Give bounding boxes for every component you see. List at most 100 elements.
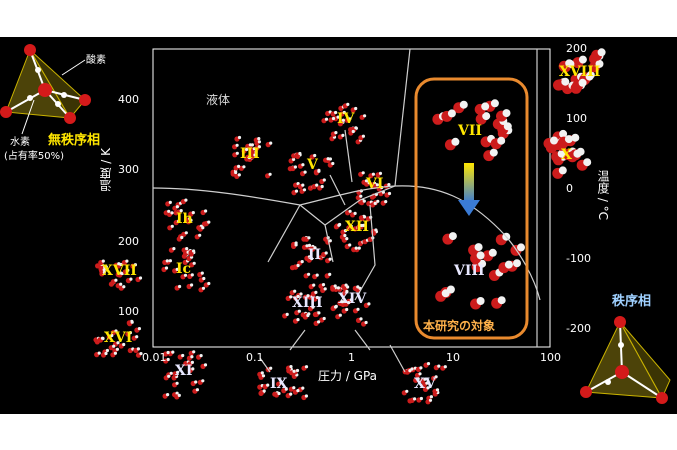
hydrogen-atom [345, 289, 349, 294]
hydrogen-atom [559, 129, 568, 138]
hydrogen-atom [571, 133, 580, 142]
hydrogen-atom [177, 219, 181, 223]
hydrogen-pointer [21, 99, 35, 135]
hydrogen-atom [164, 266, 169, 270]
hydrogen-atom [200, 271, 204, 275]
phase-label-v: V [307, 157, 318, 173]
hydrogen-atom [315, 295, 319, 300]
hydrogen-atom [363, 215, 367, 219]
phase-label-xv: XV [414, 376, 436, 392]
disordered-phase-label: 無秩序相 [48, 133, 101, 148]
hydrogen-atom [177, 393, 181, 397]
hydrogen-atom [354, 126, 358, 130]
hydrogen-atom [338, 313, 342, 317]
hydrogen-atom [279, 381, 283, 385]
hydrogen-atom [183, 273, 188, 277]
crystal-xii [333, 209, 378, 253]
hydrogen-atom [253, 153, 257, 157]
hydrogen-atom [172, 247, 176, 251]
hydrogen-atom [564, 135, 573, 144]
hydrogen-atom [305, 244, 309, 248]
hydrogen-atom [166, 393, 170, 397]
hydrogen-atom [348, 117, 352, 121]
hydrogen-atom [426, 386, 430, 390]
hydrogen-atom [262, 389, 266, 393]
hydrogen-atom [337, 223, 341, 227]
tick-k-200: 200 [118, 235, 139, 248]
tick-p-100: 100 [540, 351, 561, 364]
hydrogen-label: 水素 [10, 137, 30, 148]
hydrogen-atom [359, 223, 364, 228]
crystal-vii [432, 99, 513, 162]
hydrogen-atom [359, 194, 363, 198]
phase-label-xiii: XIII [292, 295, 323, 311]
hydrogen-atom [447, 109, 456, 118]
hydrogen-atom [340, 300, 344, 304]
boundary-vii-upper [394, 48, 411, 187]
hydrogen-atom [190, 355, 194, 359]
boundary-xii [354, 204, 376, 301]
hydrogen-atom [413, 397, 417, 401]
hydrogen-atom [561, 77, 570, 86]
hydrogen-atom [578, 78, 587, 87]
tick-k-300: 300 [118, 163, 139, 176]
hydrogen-atom [234, 170, 238, 175]
hydrogen-atom [130, 320, 134, 324]
hydrogen-atom [349, 298, 353, 302]
hydrogen-atom [550, 136, 558, 145]
crystal-xvi [93, 319, 143, 358]
hydrogen-atom [334, 305, 338, 309]
hydrogen-atom [331, 161, 335, 166]
hydrogen-atom [176, 370, 180, 374]
hydrogen-atom [376, 199, 380, 203]
hydrogen-atom [341, 118, 345, 122]
hydrogen-atom [408, 369, 412, 373]
hydrogen-atom [448, 232, 457, 241]
hydrogen-atom [202, 276, 206, 281]
hydrogen-atom [597, 48, 606, 57]
hydrogen-atom [489, 148, 498, 157]
hydrogen-atom [328, 272, 332, 276]
hydrogen-atom [184, 231, 188, 235]
hydrogen-atom [354, 106, 358, 111]
hydrogen-atom [578, 55, 587, 64]
crystal-viii [435, 232, 525, 310]
hydrogen-atom [353, 211, 357, 215]
hydrogen-atom [116, 341, 120, 345]
hydrogen-atom [443, 365, 447, 369]
hydrogen-atom [301, 386, 305, 390]
hydrogen-atom [201, 379, 205, 383]
hydrogen-atom [326, 157, 330, 161]
hydrogen-atom [323, 287, 327, 291]
hydrogen-atom [306, 294, 310, 298]
hydrogen-atom [315, 183, 319, 187]
hydrogen-atom [304, 394, 308, 398]
hydrogen-atom [192, 261, 196, 265]
x-axis-title: 圧力 / GPa [318, 369, 378, 383]
hydrogen-atom [312, 283, 316, 287]
hydrogen-atom [349, 224, 353, 228]
hydrogen-atom [348, 209, 352, 213]
hydrogen-atom [356, 285, 360, 289]
hydrogen-atom [170, 211, 174, 215]
hydrogen-atom [317, 311, 321, 315]
hydrogen-atom [423, 377, 427, 381]
hydrogen-atom [334, 110, 338, 115]
hydrogen-atom [296, 389, 300, 393]
phase-label-iii: III [240, 146, 260, 162]
hydrogen-atom [441, 289, 450, 298]
hydrogen-atom [481, 102, 490, 111]
hydrogen-atom [198, 233, 202, 237]
oxygen-label: 酸素 [86, 55, 106, 66]
melting-curve [152, 185, 541, 301]
hydrogen-atom [171, 350, 175, 354]
hydrogen-atom [324, 251, 328, 255]
hydrogen-atom [336, 115, 340, 119]
hydrogen-atom [300, 260, 304, 264]
hydrogen-atom [103, 265, 107, 269]
tick-p-001: 0.01 [142, 351, 167, 364]
tick-c-m200: -200 [566, 322, 591, 335]
hydrogen-atom [490, 99, 499, 108]
boundary-vi [324, 185, 396, 226]
